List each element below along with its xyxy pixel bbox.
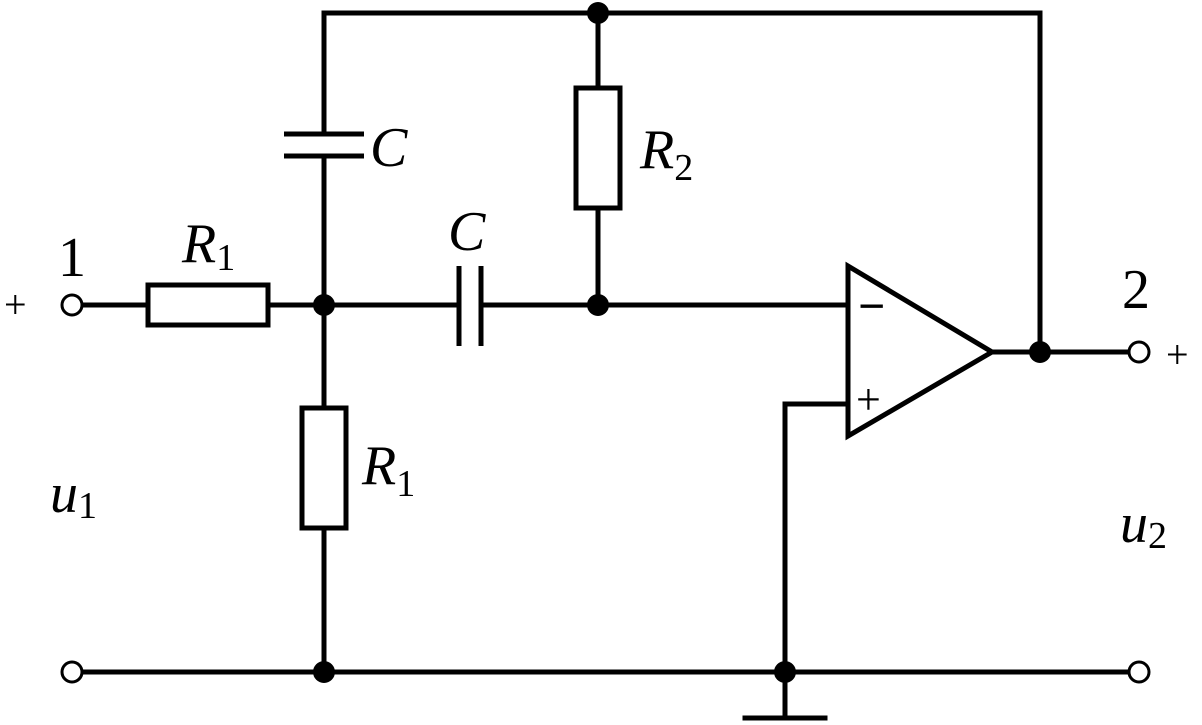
junction-dot	[774, 661, 796, 683]
capacitor-top	[284, 131, 364, 159]
r1-series-label: R1	[181, 213, 235, 279]
capacitor-top-label: C	[370, 117, 408, 179]
terminal-output-top	[1127, 340, 1151, 364]
output-plus-sign: +	[1166, 332, 1189, 377]
capacitor-mid	[456, 266, 484, 346]
input-plus-sign: +	[4, 282, 27, 327]
u2-label: u2	[1120, 493, 1167, 557]
op-amp-noninverting-sign: +	[856, 375, 881, 424]
node-1-label: 1	[58, 227, 86, 289]
terminal-output-bottom	[1127, 660, 1151, 684]
wires	[79, 10, 1130, 721]
junction-dot	[313, 661, 335, 683]
junction-dot	[1029, 341, 1051, 363]
op-amp-triangle	[845, 261, 997, 441]
node-2-label: 2	[1122, 259, 1150, 321]
junction-dot	[587, 2, 609, 24]
junction-dot	[313, 294, 335, 316]
resistor-r1-shunt	[299, 405, 349, 531]
resistor-r2	[573, 85, 623, 211]
r1-shunt-label: R1	[361, 435, 415, 505]
terminal-input-bottom	[60, 660, 84, 684]
terminal-input-top	[60, 293, 84, 317]
resistor-r1-series	[145, 282, 271, 328]
u1-label: u1	[50, 463, 97, 527]
op-amp-inverting-sign: −	[858, 280, 885, 333]
capacitor-mid-label: C	[448, 201, 486, 263]
junction-dot	[587, 294, 609, 316]
r2-label: R2	[639, 119, 693, 189]
